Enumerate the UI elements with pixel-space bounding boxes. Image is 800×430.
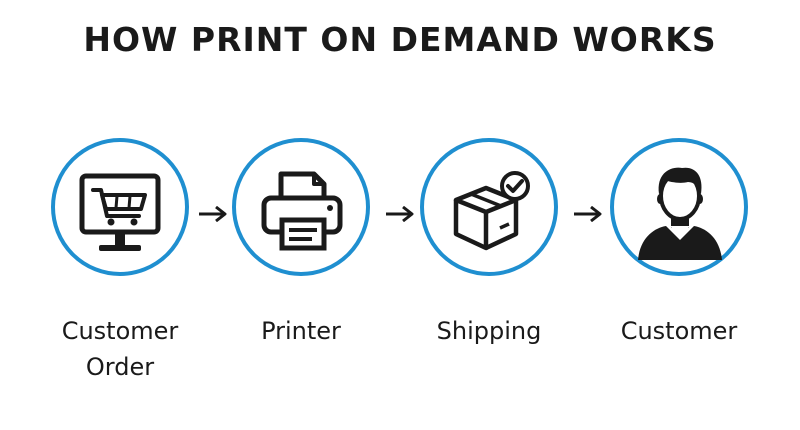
person-icon bbox=[638, 167, 722, 260]
printer-icon bbox=[261, 171, 343, 251]
page-title: HOW PRINT ON DEMAND WORKS bbox=[83, 20, 717, 59]
step-label-line: Shipping bbox=[436, 317, 542, 345]
step-label: Customer bbox=[589, 313, 769, 349]
step-label: Shipping bbox=[399, 313, 579, 349]
step-shipping bbox=[420, 138, 558, 276]
step-customer bbox=[610, 138, 748, 276]
box-check-icon bbox=[453, 171, 530, 251]
step-label-line: Order bbox=[85, 353, 155, 381]
step-label: Printer bbox=[211, 313, 391, 349]
monitor-cart-icon bbox=[79, 173, 161, 251]
step-label-line: Customer bbox=[620, 317, 738, 345]
step-customer-order bbox=[51, 138, 189, 276]
step-label-line: Customer bbox=[61, 317, 179, 345]
arrow-right-icon bbox=[386, 206, 414, 222]
step-label-line: Printer bbox=[261, 317, 341, 345]
arrow-right-icon bbox=[199, 206, 227, 222]
step-label: Customer Order bbox=[30, 313, 210, 385]
step-printer bbox=[232, 138, 370, 276]
arrow-right-icon bbox=[574, 206, 602, 222]
